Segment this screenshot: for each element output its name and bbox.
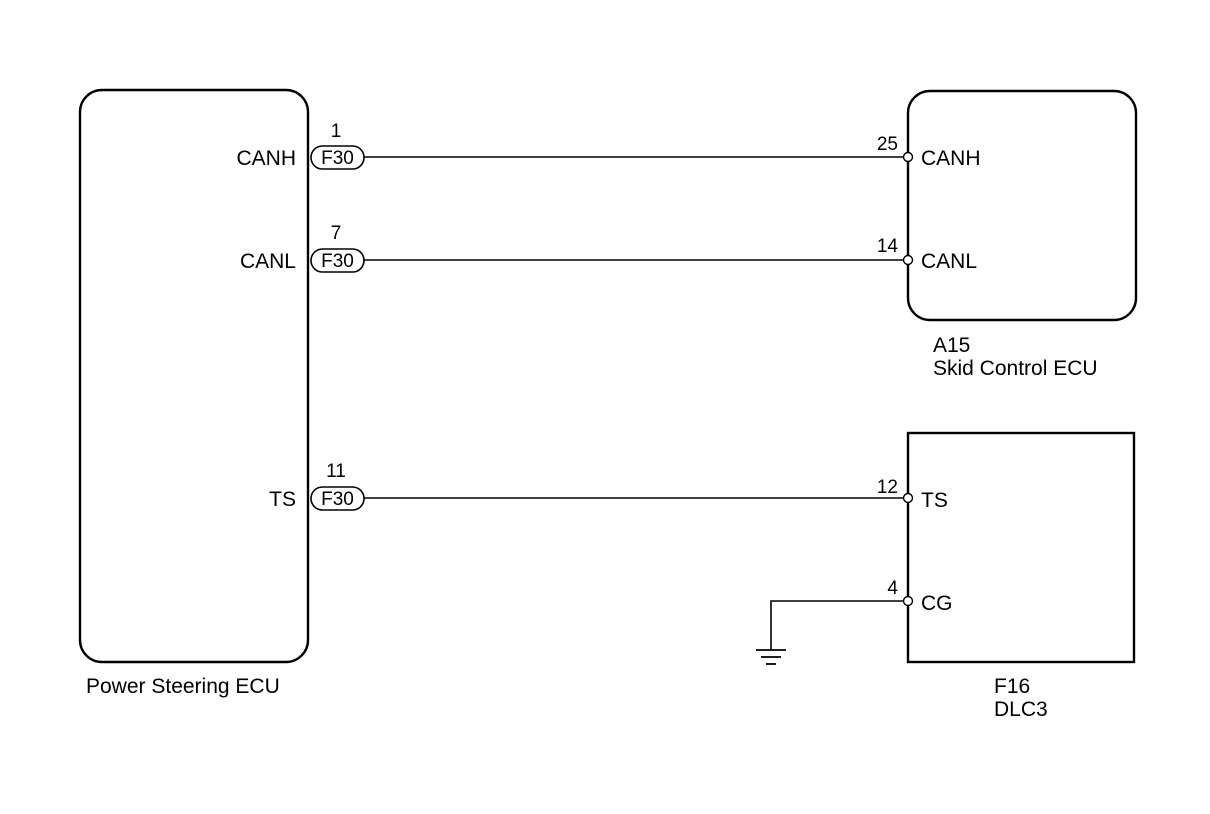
connector-f30-canh: F30 1 (310, 121, 365, 170)
connector-pill (310, 486, 365, 511)
ps-ecu-pin-canl-number: 7 (331, 223, 342, 244)
skid-ecu-pin-canh-label: CANH (921, 147, 981, 170)
ps-ecu-pin-canh-label: CANH (236, 147, 296, 170)
ps-ecu-pin-ts-number: 11 (326, 461, 346, 482)
terminal-skid-canh (902, 151, 914, 163)
skid-control-ecu-box (906, 89, 1138, 322)
skid-ecu-pin-canh-number: 25 (877, 134, 898, 155)
connector-code: F30 (321, 489, 354, 510)
dlc3-pin-cg-number: 4 (887, 578, 898, 599)
ps-ecu-pin-ts-label: TS (269, 488, 296, 511)
power-steering-ecu-name: Power Steering ECU (86, 675, 280, 698)
power-steering-ecu: Power Steering ECU CANH CANL TS (78, 88, 310, 698)
terminal-skid-canl (902, 254, 914, 266)
dlc3-pin-cg-label: CG (921, 592, 953, 615)
skid-control-ecu-name: Skid Control ECU (933, 357, 1098, 380)
terminal-dlc3-ts (902, 492, 914, 504)
ps-ecu-pin-canh-number: 1 (331, 121, 342, 142)
dlc3: F16 DLC3 TS CG 12 4 (877, 431, 1136, 721)
connector-pill (310, 248, 365, 273)
skid-control-ecu-code: A15 (933, 334, 970, 357)
terminal-dlc3-cg (902, 595, 914, 607)
skid-ecu-pin-canl-number: 14 (877, 236, 899, 257)
connector-code: F30 (321, 148, 354, 169)
ps-ecu-pin-canl-label: CANL (240, 250, 296, 273)
connector-f30-canl: F30 7 (310, 223, 365, 273)
connector-pill (310, 145, 365, 170)
skid-control-ecu: A15 Skid Control ECU CANH CANL 25 14 (877, 89, 1138, 380)
dlc3-code: F16 (994, 675, 1030, 698)
connector-f30-ts: F30 11 (310, 461, 365, 511)
dlc3-box (906, 431, 1136, 664)
dlc3-name: DLC3 (994, 698, 1048, 721)
skid-ecu-pin-canl-label: CANL (921, 250, 977, 273)
connector-code: F30 (321, 251, 354, 272)
power-steering-ecu-box (78, 88, 310, 664)
wire-cg-ground (770, 600, 904, 650)
ground-connection (756, 600, 904, 665)
dlc3-pin-ts-number: 12 (877, 477, 898, 498)
dlc3-pin-ts-label: TS (921, 489, 948, 512)
